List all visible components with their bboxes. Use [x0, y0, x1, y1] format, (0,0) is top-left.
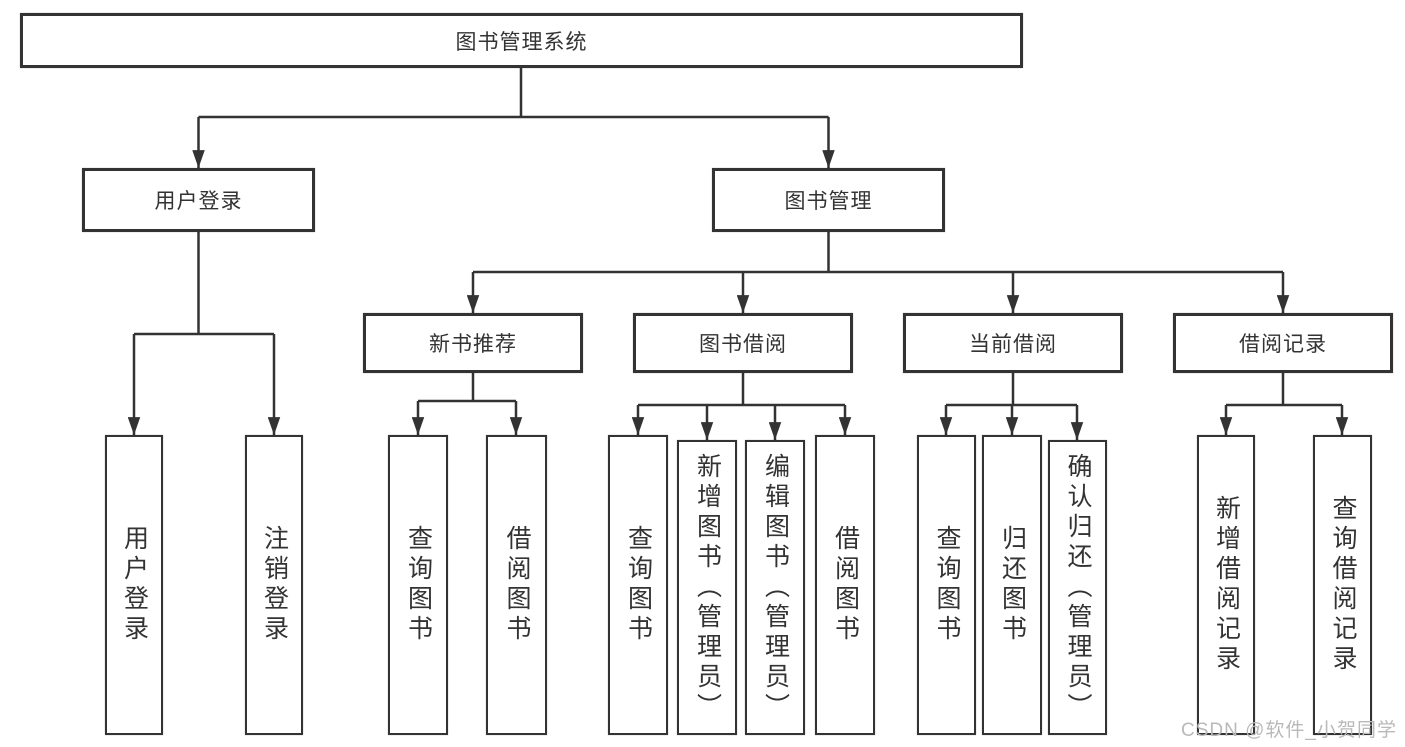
- csdn-watermark: CSDN @软件_小贺同学: [1181, 720, 1397, 741]
- node-book-borrowing: 图书借阅: [633, 313, 853, 373]
- leaf-user-login-label: 用户登录: [120, 525, 149, 645]
- node-current-borrowing-label: 当前借阅: [969, 333, 1057, 356]
- leaf-query-books-3: 查询图书: [917, 435, 976, 735]
- leaf-query-books-2: 查询图书: [608, 435, 668, 735]
- leaf-add-borrow-record-label: 新增借阅记录: [1212, 495, 1241, 675]
- node-new-book-recommend: 新书推荐: [363, 313, 583, 373]
- leaf-edit-books-admin: 编辑图书（管理员）: [745, 440, 805, 735]
- node-root: 图书管理系统: [20, 13, 1023, 68]
- leaf-query-borrow-record: 查询借阅记录: [1313, 435, 1372, 735]
- node-user-login-group: 用户登录: [82, 168, 315, 232]
- leaf-borrow-books-2: 借阅图书: [815, 435, 875, 735]
- leaf-return-books-label: 归还图书: [998, 525, 1027, 645]
- leaf-query-books-2-label: 查询图书: [624, 525, 653, 645]
- leaf-query-borrow-record-label: 查询借阅记录: [1329, 495, 1357, 675]
- leaf-add-books-admin: 新增图书（管理员）: [677, 440, 737, 735]
- node-book-management: 图书管理: [712, 168, 945, 232]
- leaf-confirm-return-admin: 确认归还（管理员）: [1048, 440, 1107, 735]
- node-book-management-label: 图书管理: [784, 190, 873, 213]
- leaf-borrow-books-1-label: 借阅图书: [503, 525, 531, 645]
- leaf-confirm-return-admin-label: 确认归还（管理员）: [1064, 452, 1092, 723]
- leaf-return-books: 归还图书: [982, 435, 1042, 735]
- leaf-logout-label: 注销登录: [260, 525, 289, 645]
- leaf-user-login: 用户登录: [105, 435, 163, 735]
- leaf-add-books-admin-label: 新增图书（管理员）: [693, 452, 722, 723]
- node-borrow-records: 借阅记录: [1173, 313, 1393, 373]
- leaf-logout: 注销登录: [245, 435, 303, 735]
- node-user-login-group-label: 用户登录: [154, 190, 243, 213]
- leaf-edit-books-admin-label: 编辑图书（管理员）: [761, 452, 790, 723]
- node-new-book-recommend-label: 新书推荐: [429, 333, 517, 356]
- leaf-query-books-3-label: 查询图书: [933, 525, 961, 645]
- leaf-query-books-1-label: 查询图书: [404, 525, 433, 645]
- leaf-borrow-books-1: 借阅图书: [486, 435, 547, 735]
- node-borrow-records-label: 借阅记录: [1239, 333, 1327, 356]
- leaf-borrow-books-2-label: 借阅图书: [831, 525, 860, 645]
- node-root-label: 图书管理系统: [455, 30, 588, 54]
- node-book-borrowing-label: 图书借阅: [699, 333, 787, 356]
- leaf-query-books-1: 查询图书: [388, 435, 448, 735]
- node-current-borrowing: 当前借阅: [903, 313, 1123, 373]
- leaf-add-borrow-record: 新增借阅记录: [1197, 435, 1255, 735]
